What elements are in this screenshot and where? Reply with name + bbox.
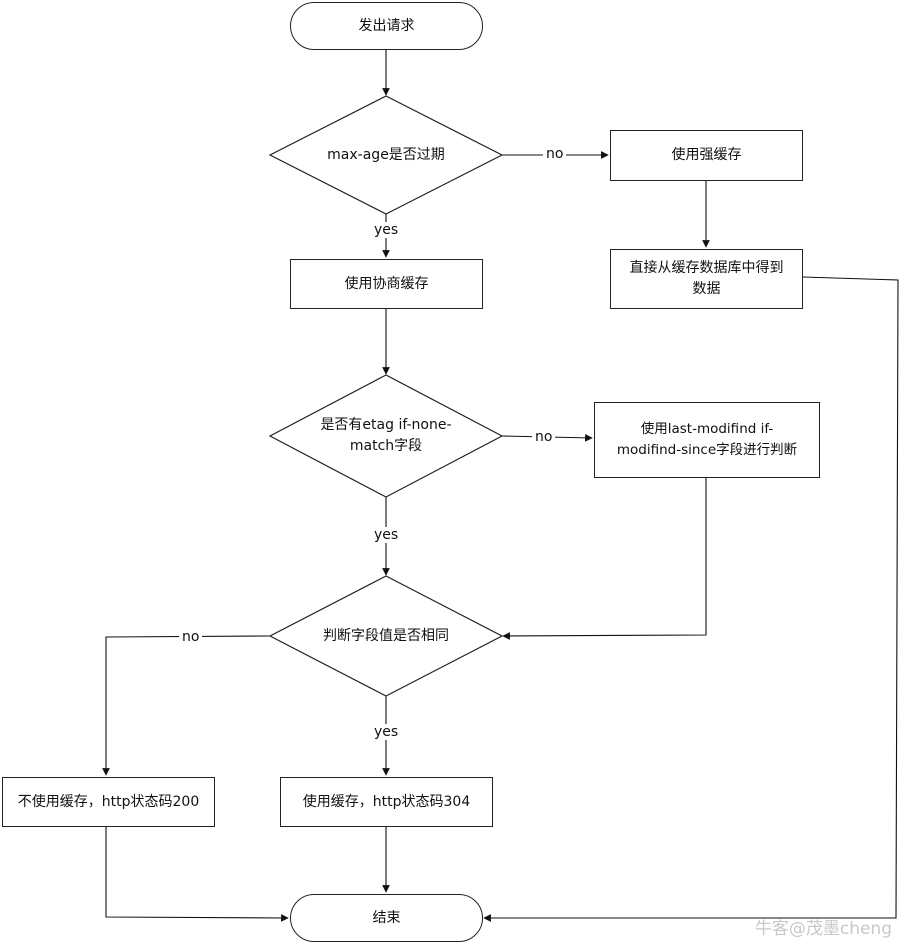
edge-lastmod-to-compare <box>502 478 707 640</box>
edge-db-to-end <box>483 276 899 922</box>
max-age-yes-label: yes <box>371 222 402 238</box>
no-cache-200-node: 不使用缓存，http状态码200 <box>2 777 215 827</box>
negotiate-cache-label: 使用协商缓存 <box>344 275 429 292</box>
compare-label: 判断字段值是否相同 <box>323 627 449 644</box>
end-node: 结束 <box>290 894 483 942</box>
use-cache-304-node: 使用缓存，http状态码304 <box>280 777 493 827</box>
strong-cache-label: 使用强缓存 <box>671 147 742 163</box>
etag-decision: 是否有etag if-none- match字段 <box>296 412 476 460</box>
use-cache-304-label: 使用缓存，http状态码304 <box>302 793 471 810</box>
strong-cache-node: 使用强缓存 <box>610 130 803 181</box>
max-age-label: max-age是否过期 <box>327 146 445 163</box>
no-cache-200-label: 不使用缓存，http状态码200 <box>17 793 200 810</box>
edge-compare-no <box>102 635 271 776</box>
max-age-decision: max-age是否过期 <box>300 140 472 170</box>
compare-decision: 判断字段值是否相同 <box>296 621 476 651</box>
negotiate-cache-node: 使用协商缓存 <box>290 259 483 309</box>
start-label: 发出请求 <box>358 17 415 34</box>
etag-yes-label: yes <box>371 527 402 543</box>
from-cache-db-label-2: 数据 <box>692 281 721 297</box>
last-modified-label-1: 使用last-modifind if- <box>640 421 774 437</box>
etag-label-1: 是否有etag if-none- <box>320 417 452 433</box>
edge-200-to-end <box>105 827 289 922</box>
end-label: 结束 <box>372 909 401 926</box>
start-node: 发出请求 <box>290 2 483 50</box>
from-cache-db-node: 直接从缓存数据库中得到 数据 <box>610 249 803 309</box>
compare-no-label: no <box>179 629 203 645</box>
etag-no-label: no <box>532 429 556 445</box>
from-cache-db-label-1: 直接从缓存数据库中得到 <box>629 260 784 276</box>
last-modified-node: 使用last-modifind if- modifind-since字段进行判断 <box>594 402 820 478</box>
etag-label-2: match字段 <box>349 438 423 454</box>
compare-yes-label: yes <box>371 724 402 740</box>
last-modified-label-2: modifind-since字段进行判断 <box>616 442 798 458</box>
max-age-no-label: no <box>543 146 567 162</box>
watermark: 牛客@茂墨cheng <box>754 919 892 939</box>
